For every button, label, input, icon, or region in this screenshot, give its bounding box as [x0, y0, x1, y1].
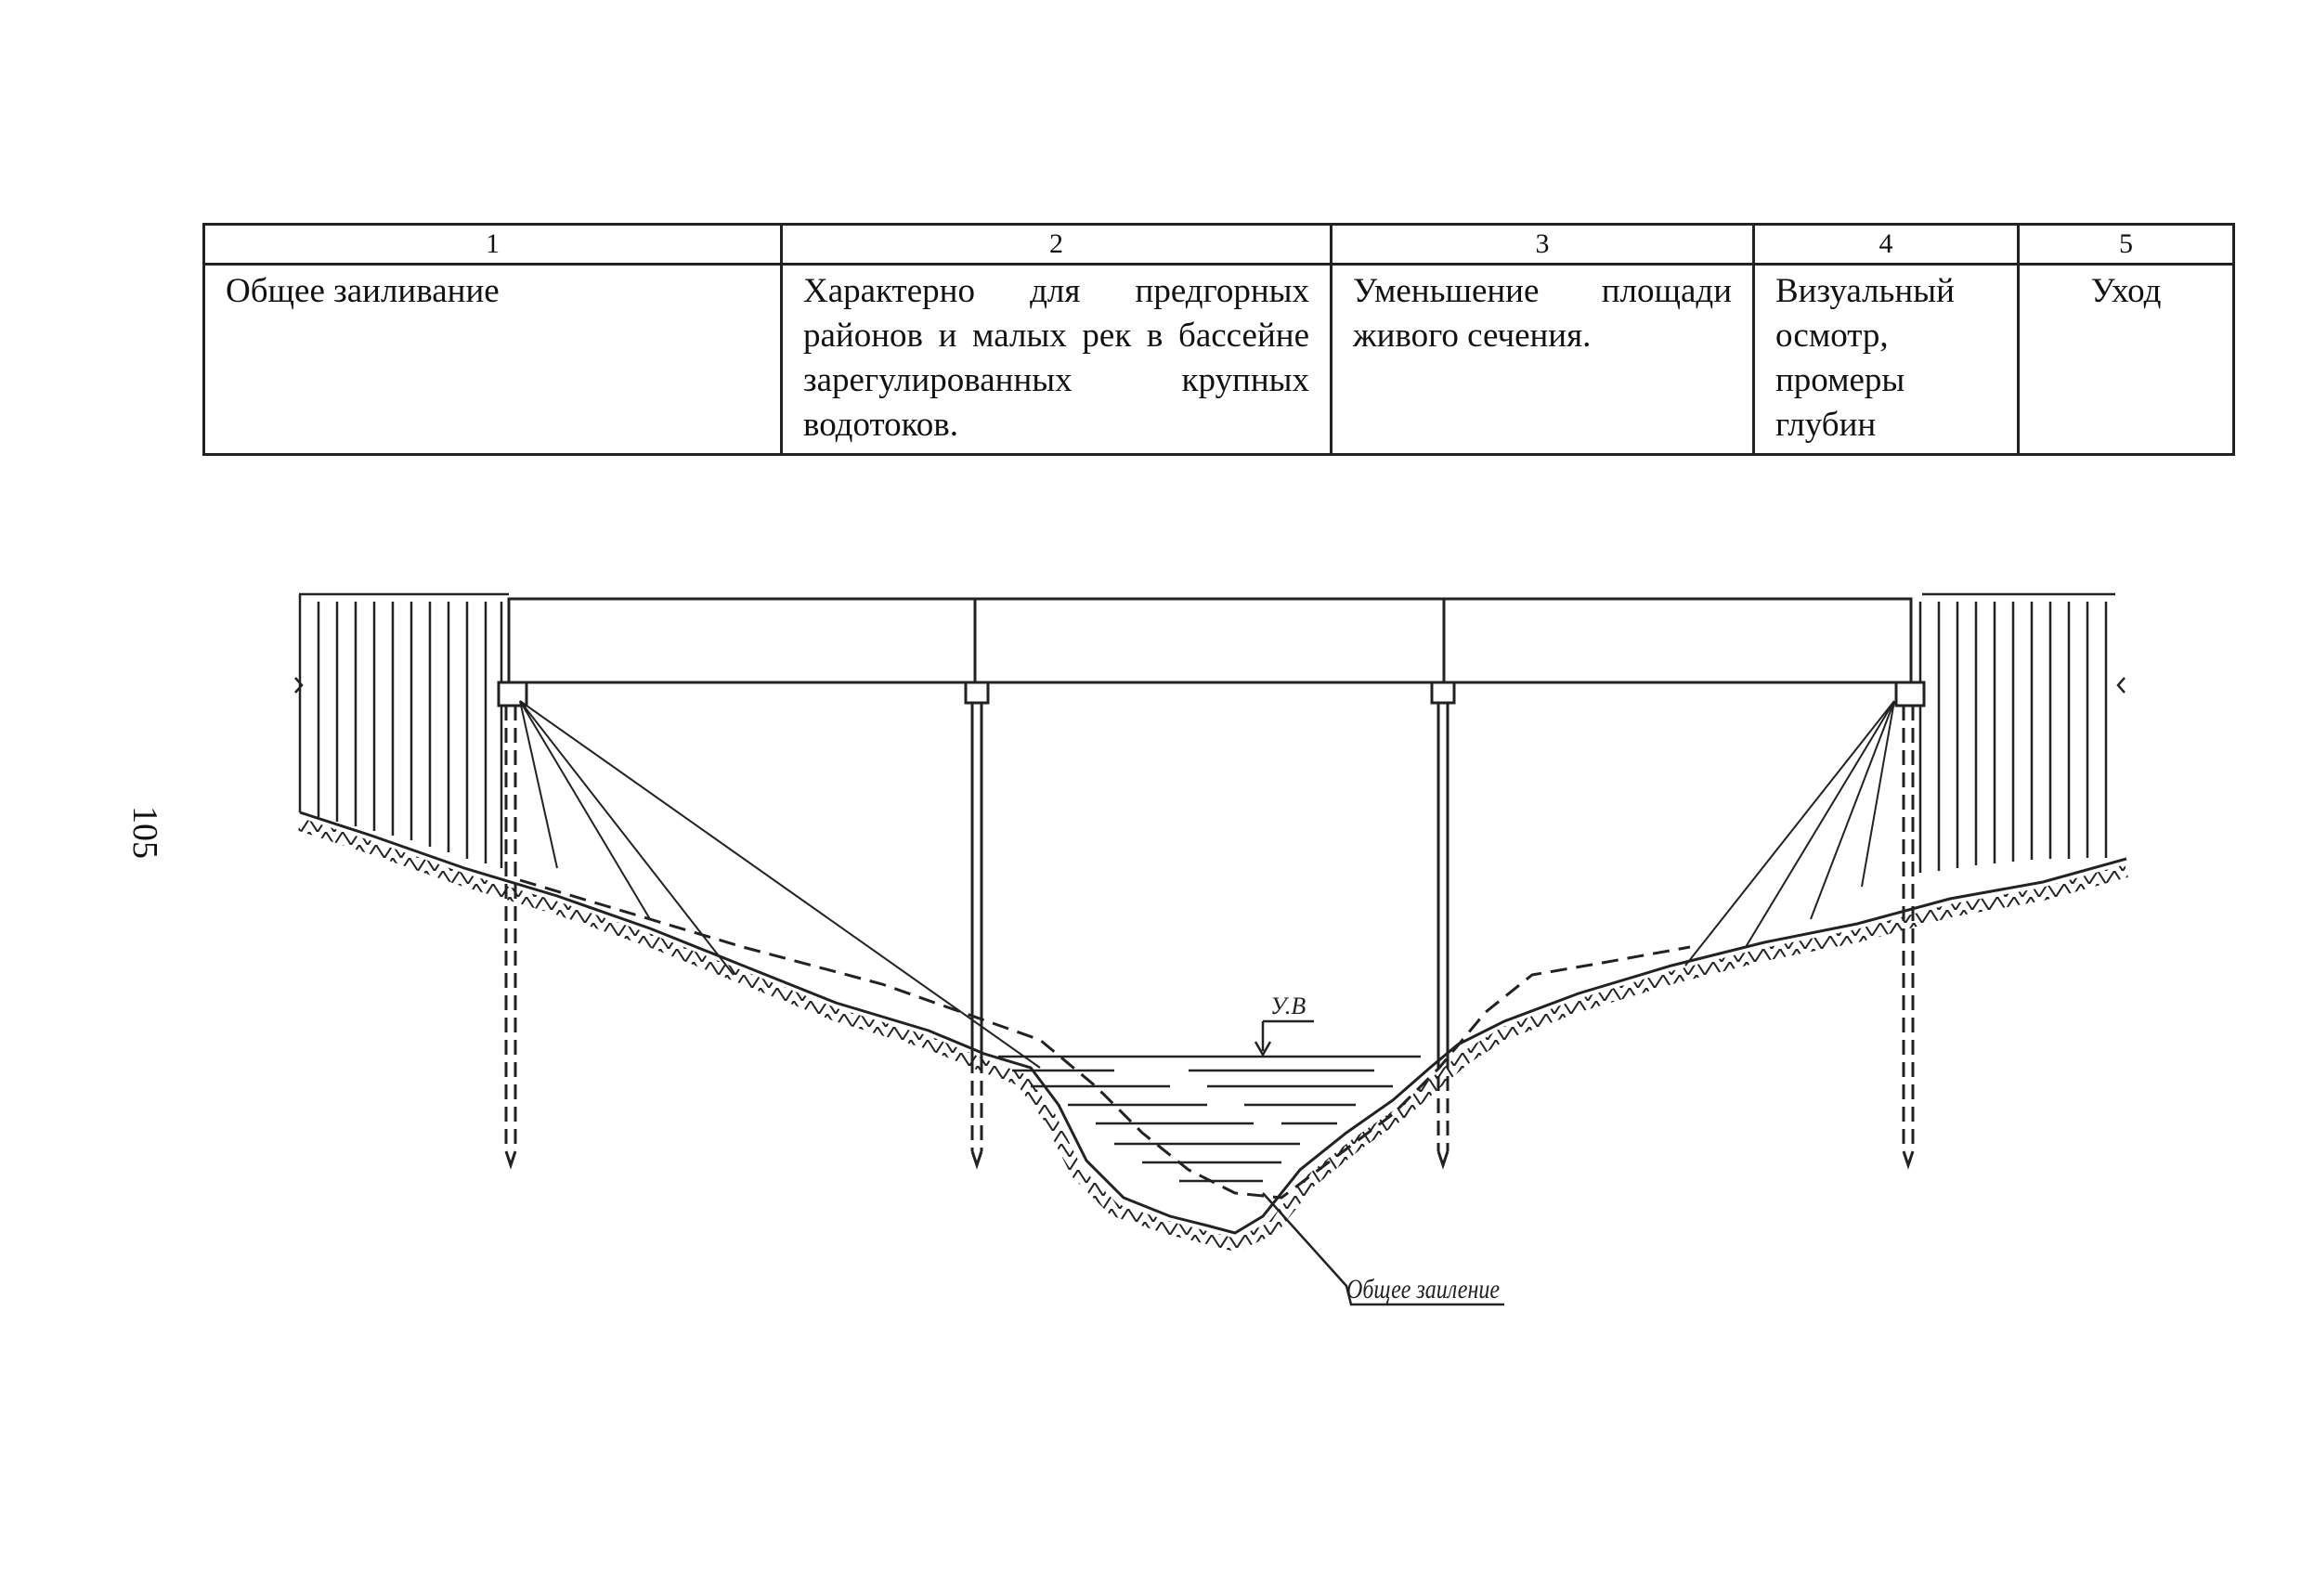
column-number-5: 5: [2017, 223, 2235, 266]
callout-leader-line: [1262, 1192, 1504, 1306]
water-level-label: У.В: [1270, 993, 1306, 1019]
abutment-cone-lines: [519, 700, 1895, 1069]
measure-cell: Уход: [2017, 263, 2235, 456]
water-level-marker: [1254, 1019, 1314, 1058]
defect-consequence-cell: Уменьшение площади живого сечения.: [1330, 263, 1755, 456]
table-row: Общее заиливание Характерно для предгорн…: [202, 263, 2235, 456]
piers: [970, 703, 1450, 1058]
natural-ground-line: [299, 811, 2127, 1235]
bridge-deck: [507, 597, 1913, 684]
column-number-2: 2: [780, 223, 1332, 266]
water-surface-lines: [998, 1055, 1421, 1183]
column-number-3: 3: [1330, 223, 1755, 266]
left-abutment-hatching: [294, 592, 509, 868]
defect-conditions-cell: Характерно для предгорных районов и малы…: [780, 263, 1332, 456]
defect-name-cell: Общее заиливание: [202, 263, 783, 456]
callout-label: Общее заиление: [1346, 1274, 1500, 1304]
table-header-row: 1 2 3 4 5: [202, 223, 2235, 266]
column-number-4: 4: [1752, 223, 2020, 266]
right-abutment-hatching: [1918, 592, 2126, 873]
pile-tips: [504, 1150, 1915, 1170]
defects-table: 1 2 3 4 5 Общее заиливание Характерно дл…: [202, 223, 2235, 456]
bearings: [497, 681, 1926, 707]
column-number-1: 1: [202, 223, 783, 266]
pier-foundations-dashed: [504, 706, 1915, 1151]
design-bed-profile-dashed: [519, 878, 1691, 1200]
ground-soil-hatching: [297, 818, 2128, 1252]
inspection-method-cell: Визуальный осмотр, промеры глубин: [1752, 263, 2020, 456]
